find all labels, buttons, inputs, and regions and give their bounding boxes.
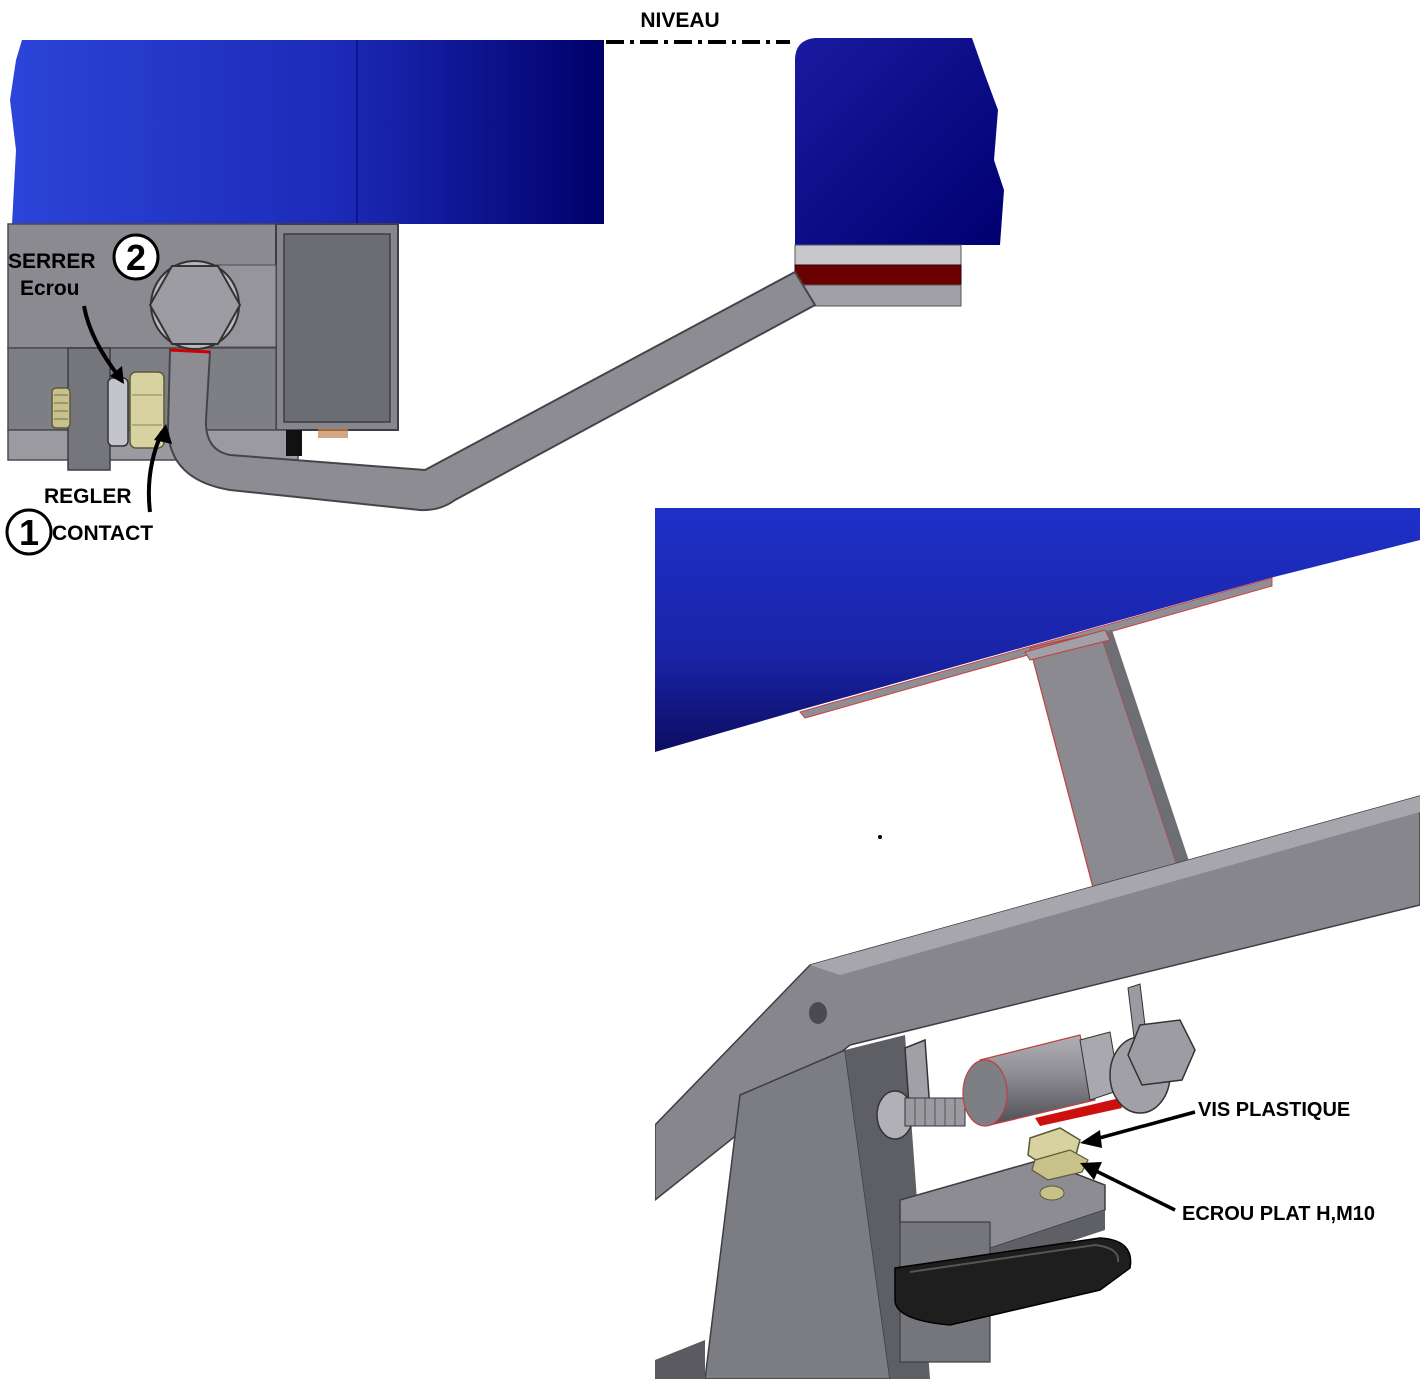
detail-view: VIS PLASTIQUE ECROU PLAT H,M10 [655, 508, 1420, 1379]
step2-label-line2: Ecrou [20, 277, 80, 300]
detail-tank [655, 508, 1420, 752]
tank-left [10, 40, 604, 224]
lock-nut [107, 377, 129, 447]
top-view: NIVEAU [5, 9, 1004, 556]
step2-label-line1: SERRER [8, 250, 96, 273]
screw-arrow [1091, 1110, 1196, 1142]
step1-badge [5, 508, 53, 556]
screw-label: VIS PLASTIQUE [1198, 1099, 1350, 1121]
detail-rubber-pad [894, 1237, 1132, 1326]
nut-arrow [1089, 1166, 1176, 1212]
detail-flat-nut [1031, 1149, 1089, 1181]
step1-number: 1 [19, 512, 39, 553]
threaded-stud [51, 387, 71, 429]
step1-label-line1: REGLER [44, 485, 132, 508]
step2-number: 2 [126, 237, 146, 278]
pad-grey [794, 244, 962, 266]
level-label: NIVEAU [640, 9, 719, 32]
step2-arrow [82, 305, 122, 380]
pivot-bolt-head [148, 265, 242, 345]
step2-badge [112, 233, 160, 281]
pad-red [794, 264, 962, 286]
detail-leg [704, 1048, 891, 1379]
tank-right [795, 38, 1004, 245]
step1-label-line2: CONTACT [52, 522, 153, 545]
adjust-nut [129, 371, 165, 449]
bent-arm [166, 270, 817, 512]
detail-bolt-head [1127, 1019, 1196, 1086]
nut-label: ECROU PLAT H,M10 [1182, 1203, 1375, 1225]
pad-base [794, 284, 962, 307]
